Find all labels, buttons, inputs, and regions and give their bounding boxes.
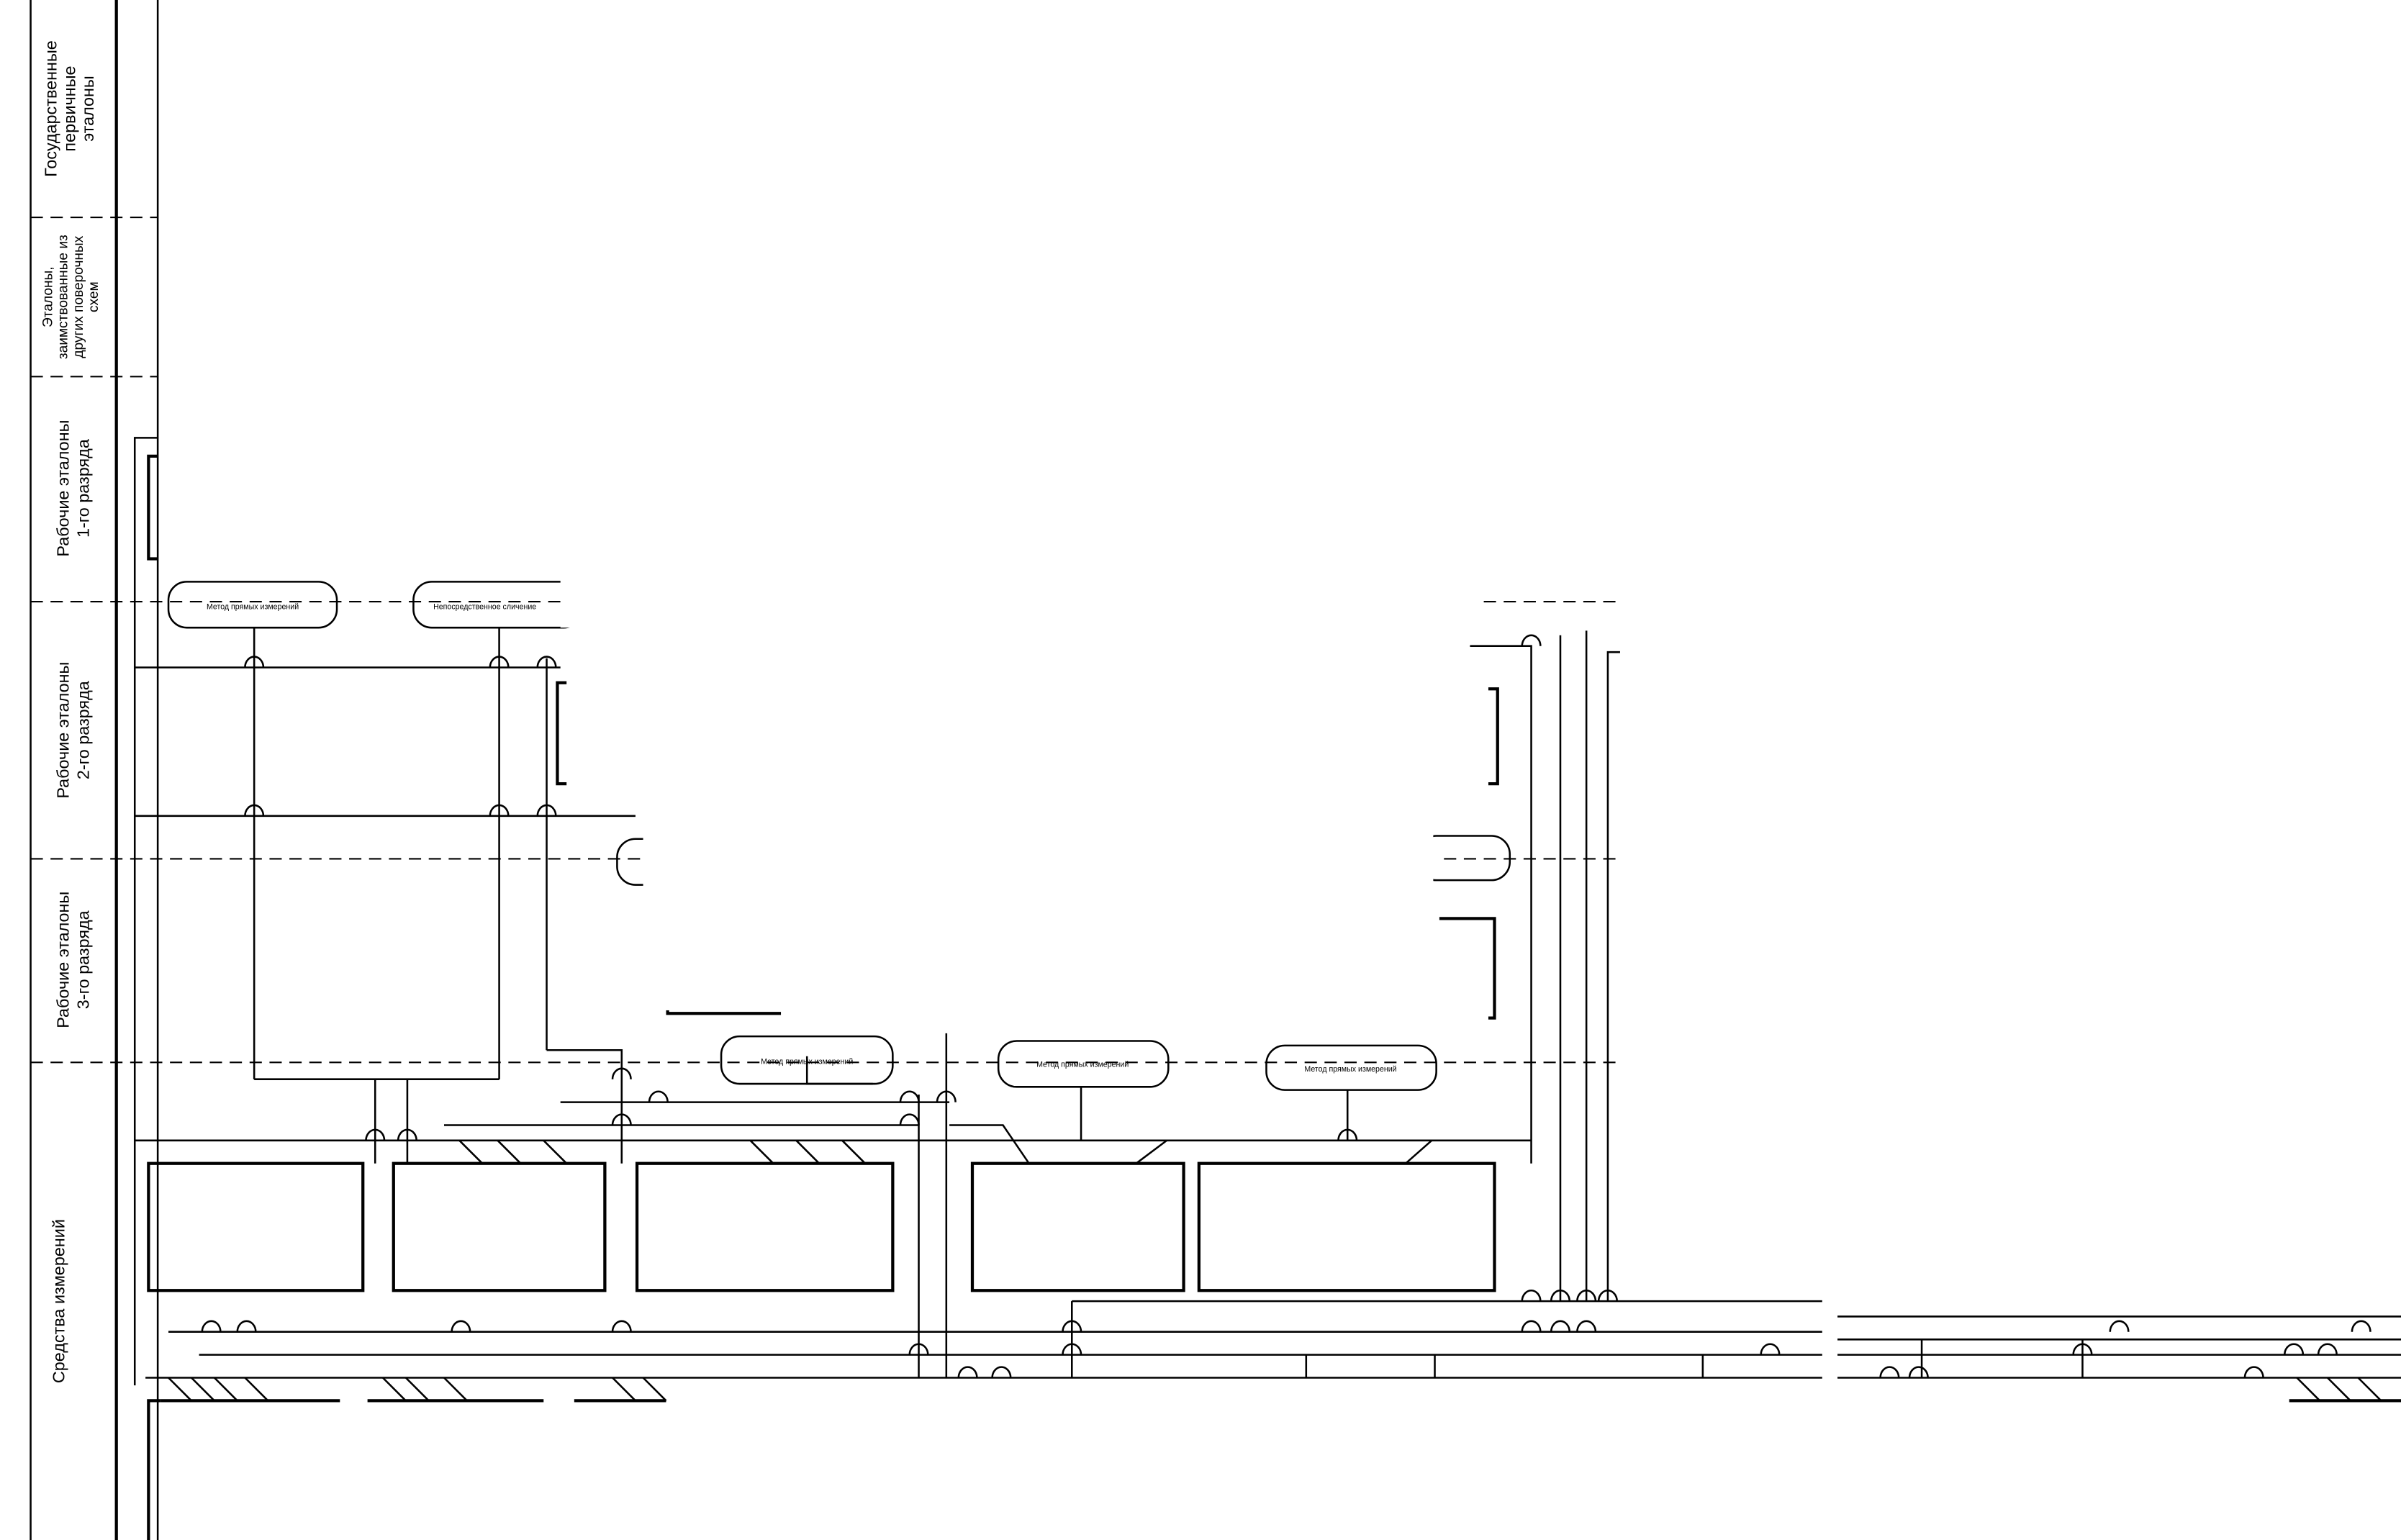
line-crossover-hop <box>1337 1128 1358 1141</box>
diagonal-feeder <box>244 1377 269 1402</box>
method-ovals: Метод прямых измерений Непосредственное … <box>167 566 1511 1091</box>
line-crossover-hop <box>1521 1320 1542 1332</box>
diagonal-feeder <box>543 1139 568 1164</box>
line-crossover-hop <box>244 804 265 816</box>
method-node-direct-1: Метод прямых измерений <box>167 581 338 629</box>
line-crossover-hop <box>1879 1366 1900 1378</box>
line-crossover-hop <box>611 1067 632 1079</box>
line-crossover-hop <box>536 804 557 816</box>
diagonal-feeder <box>795 1139 820 1164</box>
diagonal-feeder <box>443 1377 468 1402</box>
line-crossover-hop <box>1908 1366 1929 1378</box>
line-crossover-hop <box>489 656 510 668</box>
line-crossover-hop <box>991 1366 1012 1378</box>
instrument-box <box>970 1161 1185 1292</box>
line-crossover-hop <box>1521 1290 1542 1302</box>
line-crossover-hop <box>1760 1343 1781 1355</box>
diagonal-feeder <box>213 1377 238 1402</box>
line-crossover-hop <box>648 1090 669 1102</box>
line-crossover-hop <box>244 656 265 668</box>
line-crossover-hop <box>899 1090 920 1102</box>
line-crossover-hop <box>451 1320 471 1332</box>
diagonal-feeder <box>612 1377 636 1402</box>
diagonal-feeder <box>841 1139 866 1164</box>
line-crossover-hop <box>236 1320 257 1332</box>
line-crossover-hop <box>957 1366 978 1378</box>
diagonal-feeder <box>749 1139 774 1164</box>
row-header-column: Государственныепервичныеэталоны Эталоны,… <box>30 0 1624 1540</box>
line-crossover-hop <box>2317 1343 2338 1355</box>
instrument-box <box>392 1161 607 1292</box>
line-crossover-hop <box>611 1113 632 1125</box>
line-crossover-hop <box>536 656 557 668</box>
line-crossover-hop <box>1576 1290 1597 1302</box>
line-crossover-hop <box>2109 1320 2130 1332</box>
diagonal-feeder <box>404 1377 430 1402</box>
svg-text:Непосредственное сличение: Непосредственное сличение <box>433 603 536 612</box>
method-node-direct-4: Метод прямых измерений <box>1265 1044 1437 1091</box>
line-crossover-hop <box>2351 1320 2371 1332</box>
line-crossover-hop <box>908 1343 929 1355</box>
diagonal-feeder <box>497 1139 522 1164</box>
instrument-box <box>147 1161 365 1292</box>
instrument-box <box>635 1161 895 1292</box>
svg-text:Метод прямых измерений: Метод прямых измерений <box>761 1057 853 1066</box>
diagonal-feeder <box>168 1377 192 1402</box>
method-node-direct-3: Метод прямых измерений <box>997 1040 1170 1088</box>
line-crossover-hop <box>2243 1366 2264 1378</box>
svg-text:Метод прямых измерений: Метод прямых измерений <box>1304 1065 1396 1074</box>
instrument-boxes <box>147 581 2401 1292</box>
line-crossover-hop <box>1550 1320 1571 1332</box>
line-crossover-hop <box>2284 1343 2305 1355</box>
svg-text:Метод прямых измерений: Метод прямых измерений <box>207 603 299 612</box>
connectors <box>133 437 2401 1540</box>
svg-text:Метод прямых измерений: Метод прямых измерений <box>1036 1061 1129 1069</box>
line-crossover-hop <box>2072 1343 2093 1355</box>
diagonal-feeder <box>2357 1377 2382 1402</box>
line-crossover-hop <box>899 1113 920 1125</box>
diagonal-feeder <box>642 1377 667 1402</box>
row-label-measuring-instruments: Средства измерений <box>49 1219 68 1383</box>
diagonal-feeder <box>381 1377 407 1402</box>
line-crossover-hop <box>1576 1320 1597 1332</box>
line-crossover-hop <box>397 1128 417 1141</box>
diagonal-feeder <box>191 1377 215 1402</box>
method-node-comparison: Непосредственное сличение <box>412 581 583 629</box>
diagonal-feeder <box>458 1139 484 1164</box>
line-crossover-hop <box>1062 1320 1082 1332</box>
line-crossover-hop <box>1597 1290 1618 1302</box>
row-label-borrowed: Эталоны,заимствованные издругих поверочн… <box>40 235 101 359</box>
method-node-direct-2: Метод прямых измерений <box>720 1035 894 1085</box>
line-crossover-hop <box>1521 634 1542 646</box>
line-crossover-hop <box>611 1320 632 1332</box>
row-label-state-primary: Государственныепервичныеэталоны <box>42 40 97 177</box>
line-crossover-hop <box>489 804 510 816</box>
line-crossover-hop <box>936 1090 957 1102</box>
line-crossover-hop <box>201 1320 222 1332</box>
line-crossover-hop <box>1550 1290 1571 1302</box>
diagonal-feeder <box>2296 1377 2321 1402</box>
diagonal-feeder <box>2326 1377 2351 1402</box>
line-crossover-hop <box>365 1128 386 1141</box>
line-crossover-hop <box>1062 1343 1082 1355</box>
instrument-box <box>1197 1161 1496 1292</box>
